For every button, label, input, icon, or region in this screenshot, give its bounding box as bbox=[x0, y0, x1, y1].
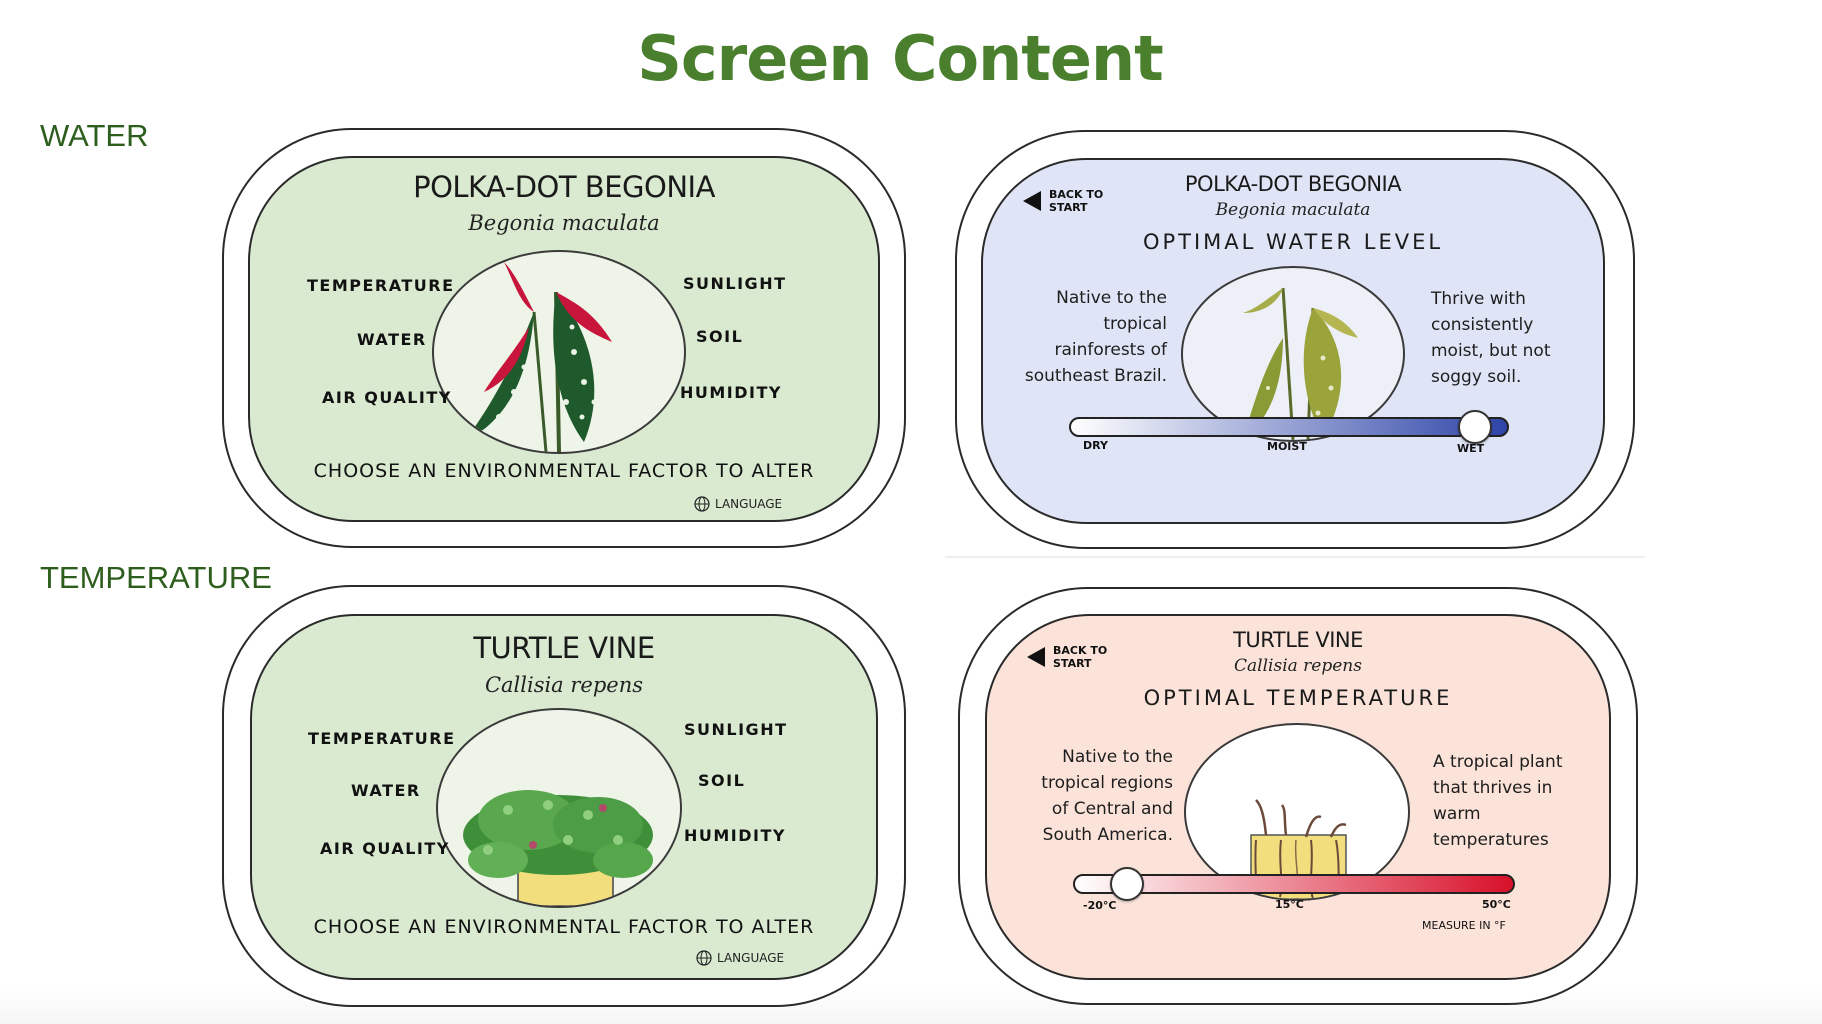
language-button[interactable]: LANGUAGE bbox=[694, 496, 782, 512]
page-title: Screen Content bbox=[637, 22, 1164, 95]
screen-begonia-water: BACK TO START POLKA-DOT BEGONIA Begonia … bbox=[955, 130, 1635, 549]
screen-begonia-home: POLKA-DOT BEGONIA Begonia maculata TEMPE… bbox=[222, 128, 906, 548]
temperature-slider-thumb[interactable] bbox=[1109, 867, 1144, 901]
factor-air-quality[interactable]: AIR QUALITY bbox=[322, 388, 452, 407]
slider-min-label: -20°C bbox=[1083, 899, 1117, 912]
water-slider-track[interactable] bbox=[1069, 417, 1509, 437]
optimal-heading: OPTIMAL TEMPERATURE bbox=[1143, 686, 1453, 710]
native-text: Native to the tropical rainforests of so… bbox=[1024, 288, 1167, 386]
water-slider-thumb[interactable] bbox=[1458, 410, 1493, 444]
back-to-start-button[interactable]: BACK TO START bbox=[1023, 188, 1109, 214]
section-label-water: WATER bbox=[40, 118, 149, 153]
care-text: Thrive with consistently moist, but not … bbox=[1431, 289, 1551, 387]
begonia-plant-illustration bbox=[1243, 287, 1358, 440]
language-label: LANGUAGE bbox=[717, 951, 785, 965]
slider-mid-label: MOIST bbox=[1267, 440, 1307, 453]
screen-turtle-home: TURTLE VINE Callisia repens TEMPERATURE … bbox=[222, 585, 906, 1007]
turtle-home-panel: TURTLE VINE Callisia repens TEMPERATURE … bbox=[250, 614, 878, 980]
factor-temperature[interactable]: TEMPERATURE bbox=[308, 729, 456, 748]
plant-circle bbox=[436, 708, 682, 908]
back-to-start-button[interactable]: BACK TO START bbox=[1027, 644, 1113, 670]
plant-circle bbox=[1181, 266, 1405, 442]
globe-icon bbox=[696, 950, 712, 966]
factor-soil[interactable]: SOIL bbox=[696, 327, 744, 346]
factor-water[interactable]: WATER bbox=[351, 781, 421, 800]
plant-scientific-name: Callisia repens bbox=[1234, 656, 1362, 676]
wilted-vine-illustration bbox=[1250, 799, 1347, 899]
factor-air-quality[interactable]: AIR QUALITY bbox=[320, 839, 450, 858]
globe-icon bbox=[694, 496, 710, 512]
slider-max-label: WET bbox=[1457, 442, 1485, 455]
back-arrow-icon bbox=[1027, 647, 1045, 667]
factor-sunlight[interactable]: SUNLIGHT bbox=[683, 274, 787, 293]
slider-min-label: DRY bbox=[1083, 439, 1108, 452]
slider-max-label: 50°C bbox=[1482, 898, 1511, 911]
back-to-start-label: BACK TO START bbox=[1053, 644, 1108, 670]
begonia-home-panel: POLKA-DOT BEGONIA Begonia maculata TEMPE… bbox=[248, 156, 880, 522]
language-label: LANGUAGE bbox=[715, 497, 783, 511]
plant-scientific-name: Callisia repens bbox=[484, 673, 644, 697]
plant-scientific-name: Begonia maculata bbox=[1215, 200, 1371, 220]
factor-humidity[interactable]: HUMIDITY bbox=[684, 826, 786, 845]
plant-title: TURTLE VINE bbox=[473, 631, 655, 665]
instruction-text: CHOOSE AN ENVIRONMENTAL FACTOR TO ALTER bbox=[313, 916, 815, 938]
plant-scientific-name: Begonia maculata bbox=[468, 211, 660, 235]
optimal-heading: OPTIMAL WATER LEVEL bbox=[1142, 230, 1444, 254]
language-button[interactable]: LANGUAGE bbox=[696, 950, 784, 966]
plant-title: TURTLE VINE bbox=[1233, 628, 1363, 652]
slider-mid-label: 15°C bbox=[1275, 898, 1304, 911]
begonia-plant-illustration bbox=[464, 262, 612, 452]
section-label-temperature: TEMPERATURE bbox=[40, 560, 272, 595]
instruction-text: CHOOSE AN ENVIRONMENTAL FACTOR TO ALTER bbox=[313, 460, 815, 482]
temperature-slider-track[interactable] bbox=[1073, 874, 1515, 894]
plant-circle bbox=[432, 250, 686, 454]
factor-water[interactable]: WATER bbox=[357, 330, 427, 349]
factor-temperature[interactable]: TEMPERATURE bbox=[307, 276, 455, 295]
turtle-vine-illustration bbox=[463, 790, 653, 906]
care-text: A tropical plant that thrives in warm te… bbox=[1433, 752, 1563, 850]
back-arrow-icon bbox=[1023, 191, 1041, 211]
back-to-start-label: BACK TO START bbox=[1049, 188, 1104, 214]
plant-title: POLKA-DOT BEGONIA bbox=[413, 170, 715, 204]
screen-turtle-temperature: BACK TO START TURTLE VINE Callisia repen… bbox=[958, 587, 1638, 1005]
factor-humidity[interactable]: HUMIDITY bbox=[680, 383, 782, 402]
factor-sunlight[interactable]: SUNLIGHT bbox=[684, 720, 788, 739]
factor-soil[interactable]: SOIL bbox=[698, 771, 746, 790]
measure-in-f-toggle[interactable]: MEASURE IN °F bbox=[1422, 919, 1506, 932]
begonia-water-panel: BACK TO START POLKA-DOT BEGONIA Begonia … bbox=[981, 158, 1605, 524]
native-text: Native to the tropical regions of Centra… bbox=[1041, 747, 1173, 845]
plant-title: POLKA-DOT BEGONIA bbox=[1184, 172, 1402, 196]
turtle-temp-panel: BACK TO START TURTLE VINE Callisia repen… bbox=[985, 614, 1611, 980]
section-divider bbox=[945, 556, 1645, 558]
